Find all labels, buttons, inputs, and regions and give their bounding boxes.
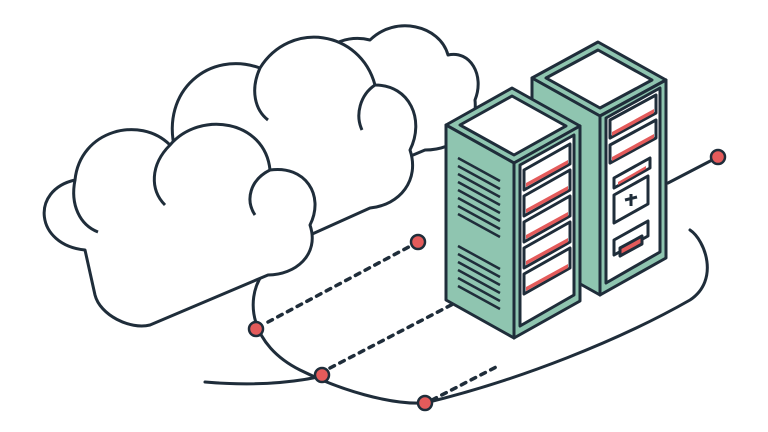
- connection-node-icon: [709, 148, 727, 166]
- curve-right: [423, 228, 709, 405]
- vent-line: [457, 164, 501, 191]
- plus-icon: [624, 194, 638, 206]
- vent-line: [457, 260, 501, 287]
- vent-line: [457, 244, 501, 271]
- vent-line: [457, 268, 501, 295]
- rack-left-face: [444, 123, 516, 340]
- rack-top-panel: [458, 94, 568, 157]
- vent-line: [457, 156, 501, 183]
- cloud-detail-arc: [357, 83, 376, 131]
- rack-bay-led: [618, 166, 646, 185]
- dashed-link-mid: [328, 288, 482, 370]
- vent-line: [457, 204, 501, 231]
- vent-line: [457, 196, 501, 223]
- curve-left: [251, 273, 427, 405]
- cloud-detail-arc: [253, 67, 269, 122]
- connection-node-icon: [416, 394, 434, 412]
- vent-line: [457, 180, 501, 207]
- dashed-links: [266, 240, 502, 402]
- server-rack-front: [444, 86, 582, 340]
- rack-drawer-handle: [618, 234, 644, 258]
- rack-bays: [608, 93, 658, 258]
- cloud-icon: [42, 122, 317, 328]
- cloud-group: [42, 24, 480, 328]
- vent-line: [457, 252, 501, 279]
- vent-line: [457, 172, 501, 199]
- rack-bays: [522, 142, 572, 296]
- dashed-link-bottom: [430, 363, 502, 402]
- rack-bay-led: [612, 109, 654, 136]
- rack-bay-led: [612, 134, 654, 161]
- cloud-detail-arc: [248, 168, 271, 216]
- rack-bay-led: [526, 212, 568, 239]
- rack-top-panel: [544, 48, 654, 110]
- vent-line: [457, 284, 501, 311]
- vent-line: [457, 188, 501, 215]
- vent-line: [457, 276, 501, 303]
- connection-node-icon: [247, 320, 265, 338]
- dashed-link-top: [266, 240, 420, 324]
- rack-vents: [457, 156, 501, 311]
- rack-bay-led: [526, 264, 568, 291]
- rack-bay-led: [526, 186, 568, 213]
- rack-bay-led: [526, 238, 568, 265]
- connection-nodes: [247, 148, 727, 412]
- connection-node-icon: [409, 233, 427, 251]
- connection-node-icon: [313, 366, 331, 384]
- rack-bay-led: [526, 160, 568, 187]
- connection-lines: [203, 155, 720, 405]
- cloud-detail-arc: [152, 143, 172, 207]
- vent-line: [457, 212, 501, 239]
- curve-tail-left: [203, 375, 320, 386]
- cloud-detail-arc: [72, 179, 99, 234]
- line-right-node: [666, 155, 720, 185]
